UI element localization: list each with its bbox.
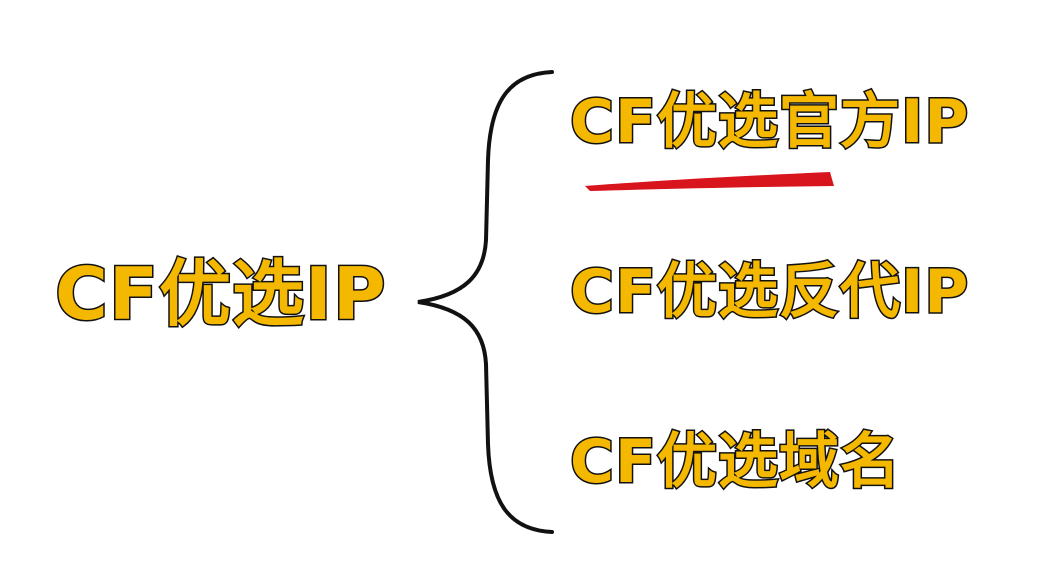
highlight-underline: [585, 172, 834, 191]
branch-label-domain: CF优选域名: [568, 427, 902, 497]
curly-brace: [417, 70, 554, 534]
root-node-label: CF优选IP: [54, 252, 388, 336]
branch-label-official-ip: CF优选官方IP: [568, 87, 970, 157]
branch-label-reverse-proxy-ip: CF优选反代IP: [568, 257, 970, 327]
